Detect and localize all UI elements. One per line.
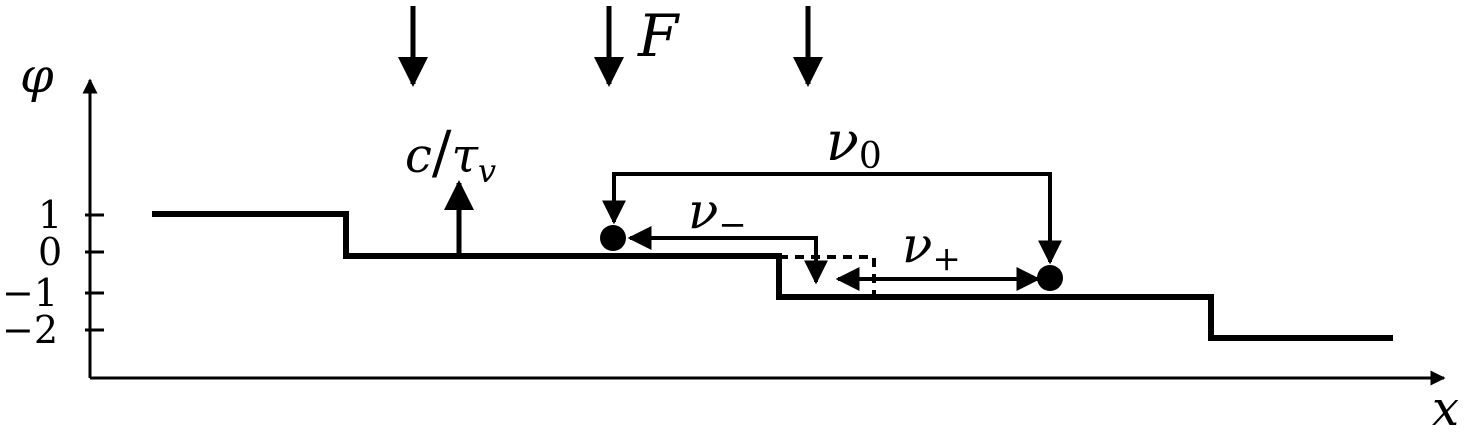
y-tick-label-0: 0 bbox=[38, 230, 62, 274]
rate-tau: τ bbox=[451, 128, 479, 184]
y-tick-label-1: 1 bbox=[38, 193, 62, 237]
nu0-sub: 0 bbox=[859, 136, 882, 177]
nu-minus-path bbox=[627, 226, 828, 285]
force-label: F bbox=[637, 2, 680, 70]
creation-rate-label: c/τv bbox=[405, 118, 496, 190]
nu-plus-symbol: ν bbox=[902, 216, 932, 274]
adatom-right bbox=[1037, 265, 1063, 291]
rate-tau-sub: v bbox=[478, 152, 496, 190]
y-tick-label-minus2: −2 bbox=[2, 308, 58, 352]
force-arrows bbox=[398, 6, 823, 87]
adatom-left bbox=[600, 225, 626, 251]
nu-minus-label: ν− bbox=[688, 182, 747, 245]
step-profile bbox=[152, 211, 1393, 341]
nu-plus-sub: + bbox=[932, 239, 961, 279]
y-tick-label-minus1: −1 bbox=[2, 271, 58, 315]
nu0-symbol: ν bbox=[826, 110, 859, 173]
rate-c: c bbox=[405, 128, 432, 184]
rate-slash: / bbox=[432, 118, 452, 186]
nu0-label: ν0 bbox=[826, 110, 882, 177]
y-ticks: 1 0 −1 −2 bbox=[2, 193, 104, 352]
y-axis-label: φ bbox=[20, 48, 54, 104]
nu-minus-symbol: ν bbox=[688, 182, 718, 240]
nu-plus-label: ν+ bbox=[902, 216, 961, 279]
nu-minus-sub: − bbox=[718, 205, 747, 245]
x-axis-label: x bbox=[1432, 381, 1459, 432]
nu0-bracket bbox=[602, 172, 1062, 265]
